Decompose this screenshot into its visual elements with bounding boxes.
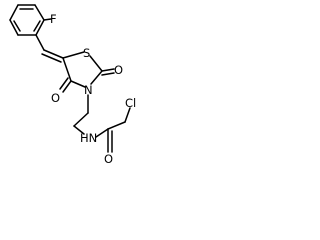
- nh-carbonyl-bond: [95, 128, 109, 138]
- ring-bond-c2-n: [90, 70, 103, 85]
- bonds: [9, 4, 131, 153]
- benzene-bond: [9, 19, 19, 36]
- ethyl-bond: [73, 112, 89, 127]
- carbonyl-oxygen-left-label: O: [51, 91, 60, 105]
- benzene-bond: [35, 19, 45, 36]
- carbonyl-ch2-bond: [107, 121, 126, 130]
- chlorine-label: Cl: [125, 96, 136, 110]
- carbonyl-double-bond: [59, 77, 69, 90]
- carbonyl-double-bond: [101, 72, 115, 76]
- chemical-structure: F S O O N HN Cl O: [9, 4, 136, 166]
- fluorine-label: F: [50, 12, 57, 26]
- carbonyl-double-bond: [101, 68, 115, 72]
- carbonyl-oxygen-top-atom: O: [114, 63, 123, 77]
- exocyclic-double-bond: [43, 49, 64, 59]
- carbon-fluorine-bond: [43, 18, 52, 21]
- ch2-chlorine-bond: [124, 107, 131, 123]
- amide-nh-label: HN: [80, 131, 97, 145]
- benzene-double-bond: [33, 20, 41, 32]
- ethyl-nh-bond: [73, 125, 85, 135]
- nitrogen-label: N: [84, 83, 93, 97]
- fluorine-atom: F: [50, 12, 57, 26]
- benzene-bond: [9, 4, 19, 21]
- amide-oxygen-label: O: [104, 152, 113, 166]
- amide-oxygen-atom: O: [104, 152, 113, 166]
- chlorine-atom: Cl: [125, 96, 136, 110]
- amide-nh-atom: HN: [80, 131, 97, 145]
- carbonyl-oxygen-top-label: O: [114, 63, 123, 77]
- carbonyl-oxygen-left-atom: O: [51, 91, 60, 105]
- sulfur-atom: S: [83, 46, 90, 60]
- carbonyl-double-bond: [62, 80, 72, 93]
- benzene-bond: [34, 4, 45, 21]
- ring-bond-n-c4: [70, 80, 86, 88]
- sulfur-label: S: [83, 46, 90, 60]
- benzene-double-bond: [13, 20, 21, 32]
- ring-bond-s-c2: [89, 55, 103, 72]
- aryl-vinyl-bond: [35, 34, 45, 51]
- ring-bond-c5-s: [62, 51, 85, 59]
- nitrogen-atom: N: [84, 83, 93, 97]
- ring-bond-c4-c5: [62, 57, 72, 82]
- atom-labels: F S O O N HN Cl O: [50, 12, 136, 166]
- exocyclic-double-bond: [41, 53, 62, 63]
